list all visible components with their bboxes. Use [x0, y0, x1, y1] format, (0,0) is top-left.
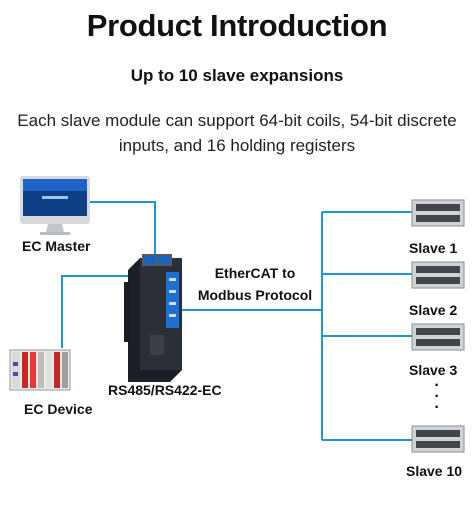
description-text: Each slave module can support 64-bit coi…: [17, 111, 457, 155]
protocol-label: EtherCAT to Modbus Protocol: [197, 265, 313, 303]
slave-2-label: Slave 2: [409, 302, 458, 318]
slave-2-module: [411, 261, 465, 289]
gateway-label: RS485/RS422-EC: [108, 382, 222, 398]
desktop-monitor-icon: [20, 176, 90, 235]
slave-3-label: Slave 3: [409, 362, 458, 378]
gateway-device-icon: [124, 254, 182, 382]
plc-device-icon: [9, 349, 71, 391]
slave-3-module: [411, 323, 465, 351]
slave-10-label: Slave 10: [406, 463, 463, 479]
master-link-line: [88, 201, 156, 262]
ec-device-label: EC Device: [24, 401, 93, 417]
page-subtitle: Up to 10 slave expansions: [130, 66, 344, 85]
slave-10-module: [411, 425, 465, 453]
slave-1-module: [411, 199, 465, 227]
ellipsis-dots: · · ·: [434, 377, 440, 416]
ec-master-label: EC Master: [22, 238, 91, 254]
page-title: Product Introduction: [86, 8, 388, 43]
slave-1-label: Slave 1: [409, 240, 458, 256]
device-link-line: [61, 275, 150, 348]
connection-lines: [61, 201, 412, 441]
